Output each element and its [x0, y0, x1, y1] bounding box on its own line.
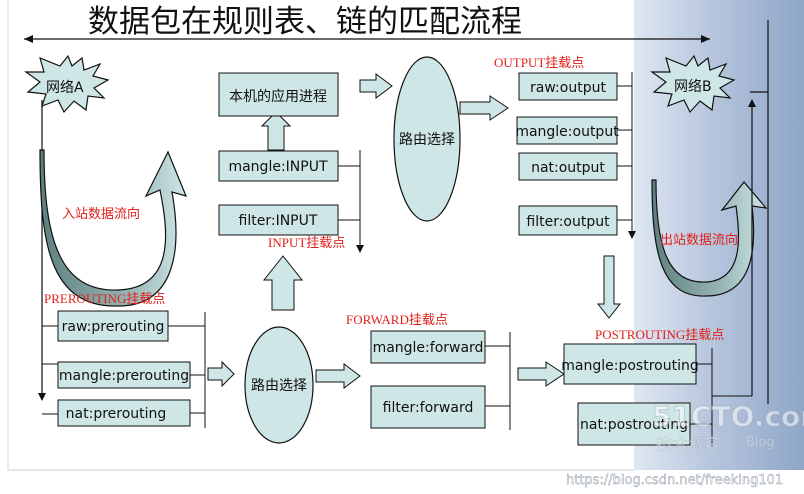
rule-box-mangle-prerouting: mangle:prerouting	[57, 361, 191, 389]
svg-text:filter:INPUT: filter:INPUT	[239, 213, 318, 229]
svg-text:raw:output: raw:output	[530, 80, 606, 96]
block-arrow-to-routing-bottom	[207, 360, 235, 388]
watermark-brand: 51CTO.com	[652, 400, 804, 433]
postrouting-hook-label: POSTROUTING挂载点	[595, 327, 724, 342]
block-arrow-to-forward	[315, 363, 361, 389]
svg-text:filter:forward: filter:forward	[383, 400, 474, 416]
rule-box-mangle-postrouting: mangle:postrouting	[561, 343, 699, 385]
svg-text:filter:output: filter:output	[526, 214, 610, 230]
watermark-sub: 技术博客	[656, 435, 720, 454]
rule-box-filter-input: filter:INPUT	[218, 204, 339, 236]
outbound-flow-label: 出站数据流向	[660, 232, 738, 248]
prerouting-hook-label: PREROUTING挂载点	[44, 291, 165, 306]
svg-text:mangle:forward: mangle:forward	[373, 340, 484, 356]
inbound-u-arrow	[39, 149, 188, 307]
rule-box-mangle-input: mangle:INPUT	[218, 150, 339, 182]
block-arrow-to-postrouting	[517, 361, 565, 387]
rule-box-filter-output: filter:output	[518, 205, 618, 236]
rule-box-raw-output: raw:output	[518, 72, 618, 101]
watermark-url: https://blog.csdn.net/freeking101	[566, 473, 783, 488]
rule-box-mangle-output: mangle:output	[515, 116, 619, 145]
rule-box-mangle-forward: mangle:forward	[370, 330, 486, 364]
svg-text:mangle:prerouting: mangle:prerouting	[59, 368, 189, 384]
block-arrow-down-to-postrouting	[596, 255, 622, 319]
svg-text:本机的应用进程: 本机的应用进程	[229, 88, 327, 105]
rule-box-raw-prerouting: raw:prerouting	[57, 310, 169, 342]
svg-text:nat:postrouting: nat:postrouting	[580, 417, 688, 433]
output-hook-label: OUTPUT挂载点	[494, 55, 584, 70]
network-b-burst: 网络B	[650, 54, 736, 114]
rule-box-nat-prerouting: nat:prerouting	[57, 399, 191, 427]
inbound-flow-label: 入站数据流向	[62, 206, 140, 222]
svg-text:路由选择: 路由选择	[399, 132, 455, 148]
network-a-label: 网络A	[46, 80, 84, 96]
svg-text:nat:prerouting: nat:prerouting	[66, 406, 167, 422]
block-arrow-to-routing-top	[359, 73, 393, 99]
watermark: 51CTO.com 技术博客 Blog	[652, 400, 804, 455]
block-arrow-to-output	[459, 95, 509, 121]
routing-decision-top: 路由选择	[393, 56, 461, 222]
block-arrow-up-to-process	[260, 111, 292, 151]
svg-text:raw:prerouting: raw:prerouting	[62, 319, 165, 335]
svg-text:nat:output: nat:output	[531, 160, 605, 176]
routing-decision-bottom: 路由选择	[244, 326, 314, 444]
network-b-label: 网络B	[674, 79, 712, 95]
svg-text:mangle:output: mangle:output	[515, 124, 619, 140]
block-arrow-up-to-input	[262, 255, 304, 311]
local-process-box: 本机的应用进程	[218, 72, 339, 117]
diagram-title: 数据包在规则表、链的匹配流程	[88, 4, 522, 40]
forward-hook-label: FORWARD挂载点	[346, 312, 448, 327]
watermark-blog: Blog	[746, 435, 775, 450]
rule-box-nat-postrouting: nat:postrouting	[577, 402, 691, 446]
outbound-u-arrow	[651, 179, 768, 297]
network-a-burst: 网络A	[24, 54, 110, 114]
svg-text:mangle:INPUT: mangle:INPUT	[228, 159, 327, 175]
svg-text:mangle:postrouting: mangle:postrouting	[561, 358, 698, 374]
rule-box-nat-output: nat:output	[518, 152, 618, 181]
input-hook-label: INPUT挂载点	[268, 235, 345, 250]
rule-box-filter-forward: filter:forward	[370, 385, 486, 429]
svg-text:路由选择: 路由选择	[251, 378, 307, 394]
